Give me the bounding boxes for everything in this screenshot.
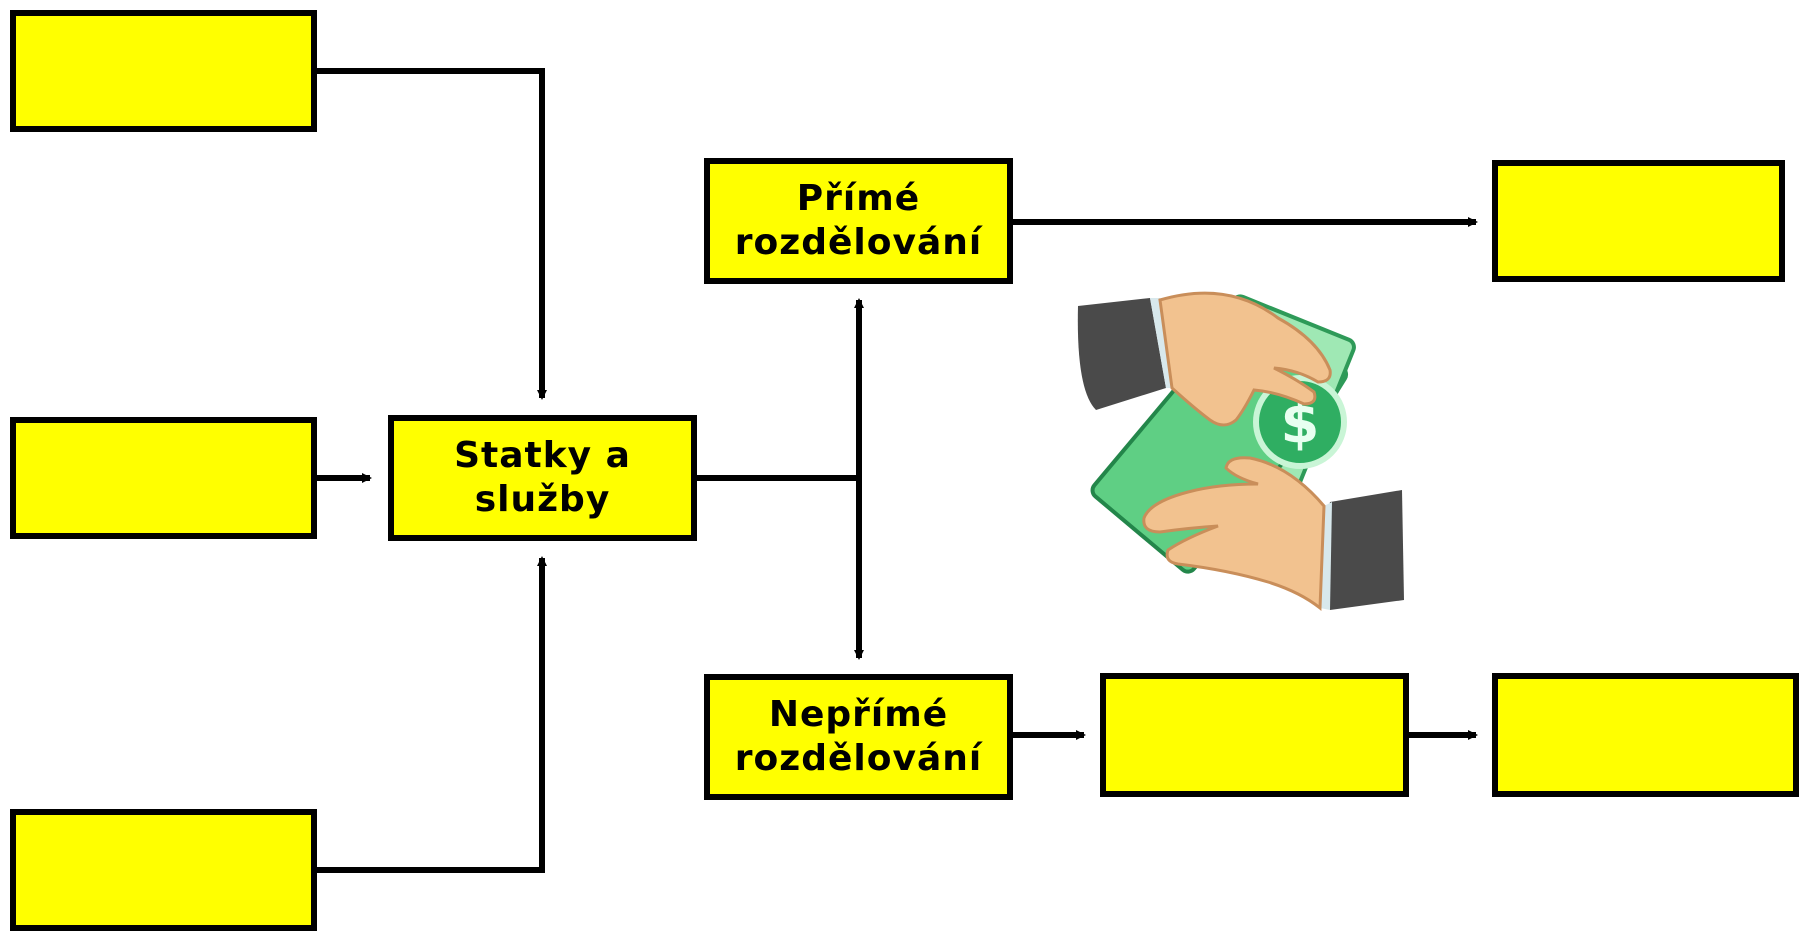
connector-left-top-to-center [317,68,547,400]
box-left-top [10,10,317,132]
upper-hand-icon [1077,291,1332,427]
connector-left-bottom-to-center [317,556,547,873]
box-left-middle [10,417,317,539]
box-direct-distribution: Přímé rozdělování [704,158,1013,284]
direct-distribution-label: Přímé rozdělování [734,178,983,263]
box-indirect-output [1492,673,1799,797]
lower-hand-icon [1142,456,1404,612]
goods-and-services-label: Statky a služby [454,435,631,520]
box-direct-output [1492,160,1785,282]
indirect-distribution-label: Nepřímé rozdělování [734,694,983,779]
hands-exchanging-money-icon: $ [1077,291,1404,612]
box-indirect-middle [1100,673,1409,797]
box-goods-and-services: Statky a služby [388,415,697,541]
box-indirect-distribution: Nepřímé rozdělování [704,674,1013,800]
box-left-bottom [10,809,317,931]
